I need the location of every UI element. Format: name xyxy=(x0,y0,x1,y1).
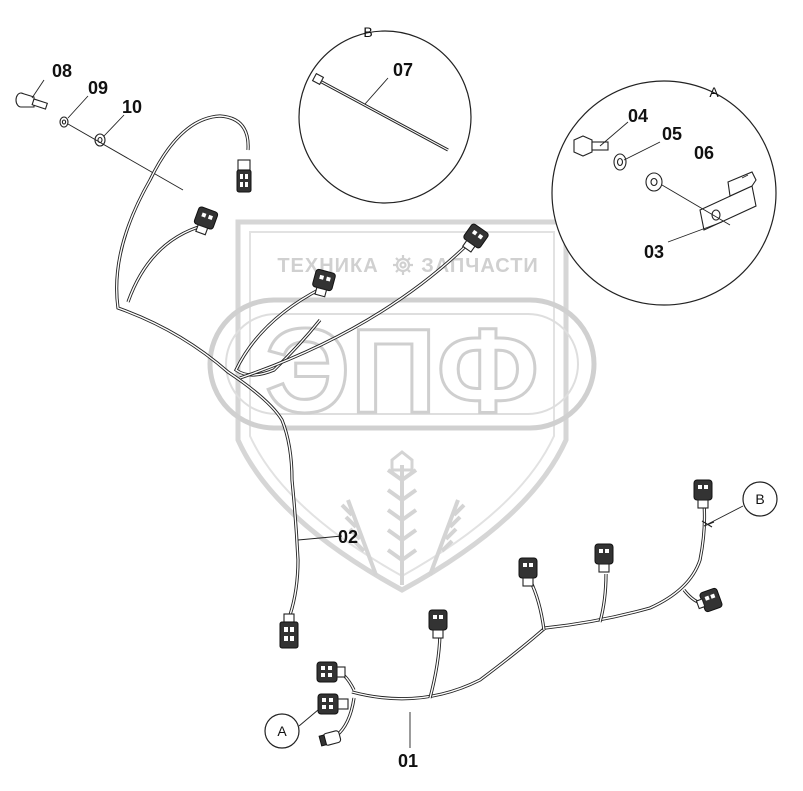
screw-set: 08 09 10 xyxy=(15,61,184,191)
connector-02-left xyxy=(193,206,219,236)
callout-09: 09 xyxy=(88,78,108,98)
watermark-brand-left: ТЕХНИКА xyxy=(277,255,378,277)
callout-10: 10 xyxy=(122,97,142,117)
watermark: ЭПФ ТЕХНИКА ЗАПЧАСТИ xyxy=(207,219,597,593)
ref-bubble-a-letter: A xyxy=(277,723,287,739)
detail-view-b: B 07 xyxy=(298,24,472,204)
connector-02-top xyxy=(236,159,252,193)
connector-01-e xyxy=(695,587,723,613)
harness-01: A B 01 xyxy=(264,479,778,771)
detail-a-circle xyxy=(551,80,777,306)
ref-bubble-a xyxy=(264,713,300,749)
callout-04: 04 xyxy=(628,106,648,126)
callout-06: 06 xyxy=(694,143,714,163)
ref-bubble-b xyxy=(742,481,778,517)
wheat-emblem xyxy=(340,450,466,585)
callout-08: 08 xyxy=(52,61,72,81)
callout-07: 07 xyxy=(393,60,413,80)
connector-02-bottom xyxy=(279,613,299,649)
detail-a-letter: A xyxy=(709,84,719,100)
callout-01: 01 xyxy=(398,751,418,771)
connector-02-mid xyxy=(312,268,336,298)
connector-01-b xyxy=(518,557,538,587)
callout-02: 02 xyxy=(338,527,358,547)
callout-03: 03 xyxy=(644,242,664,262)
connector-01-a xyxy=(428,609,448,639)
harness-02: 02 xyxy=(115,114,489,649)
ref-bubble-b-letter: B xyxy=(755,491,764,507)
connector-02-right xyxy=(461,223,489,253)
callout-05: 05 xyxy=(662,124,682,144)
detail-b-letter: B xyxy=(363,24,372,40)
watermark-logo-letters: ЭПФ xyxy=(265,304,539,438)
connector-01-c xyxy=(594,543,614,573)
bracket-03 xyxy=(699,171,757,231)
screw-08 xyxy=(15,92,49,110)
gear-icon xyxy=(393,255,413,275)
connector-01-f xyxy=(316,661,346,683)
detail-view-a: A 04 05 06 03 xyxy=(551,80,777,306)
connector-01-g xyxy=(317,693,349,715)
connector-01-d xyxy=(693,479,713,509)
cable-tie-07 xyxy=(311,72,449,152)
connector-01-h xyxy=(318,730,342,747)
watermark-shield xyxy=(235,219,569,593)
watermark-capsule xyxy=(207,297,597,431)
watermark-brand-right: ЗАПЧАСТИ xyxy=(421,255,539,277)
